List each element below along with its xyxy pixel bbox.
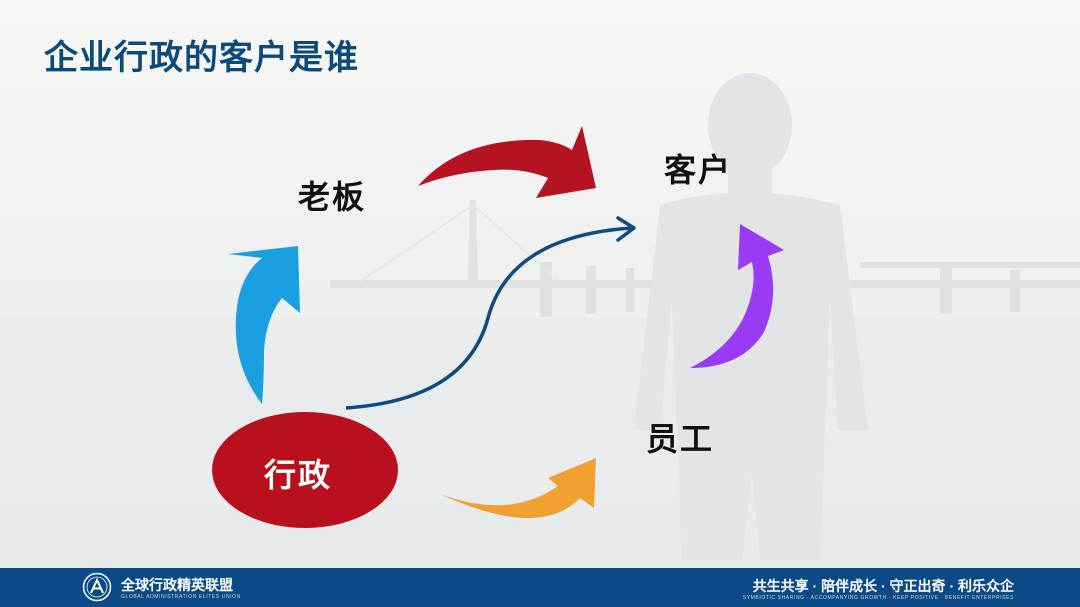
orange-arrow (440, 458, 596, 518)
boss-label: 老板 (298, 172, 366, 218)
relationship-diagram (0, 0, 1080, 570)
employee-label: 员工 (646, 414, 714, 460)
org-name-en: GLOBAL ADMINISTRATION ELITES UNION (121, 594, 241, 600)
admin-to-customer-curve (346, 228, 632, 408)
org-name: 全球行政精英联盟 (121, 575, 233, 595)
red-arrow (418, 126, 596, 198)
slogan-en: SYMBIOTIC SHARING · ACCOMPANYING GROWTH … (743, 595, 1014, 601)
admin-label: 行政 (264, 450, 332, 496)
footer-bar: 全球行政精英联盟 GLOBAL ADMINISTRATION ELITES UN… (0, 568, 1080, 607)
org-logo-icon (82, 572, 112, 602)
slogan: 共生共享 · 陪伴成长 · 守正出奇 · 利乐众企 (753, 576, 1014, 596)
purple-arrow (690, 224, 784, 368)
blue-arrow (228, 246, 300, 404)
customer-label: 客户 (664, 145, 732, 191)
